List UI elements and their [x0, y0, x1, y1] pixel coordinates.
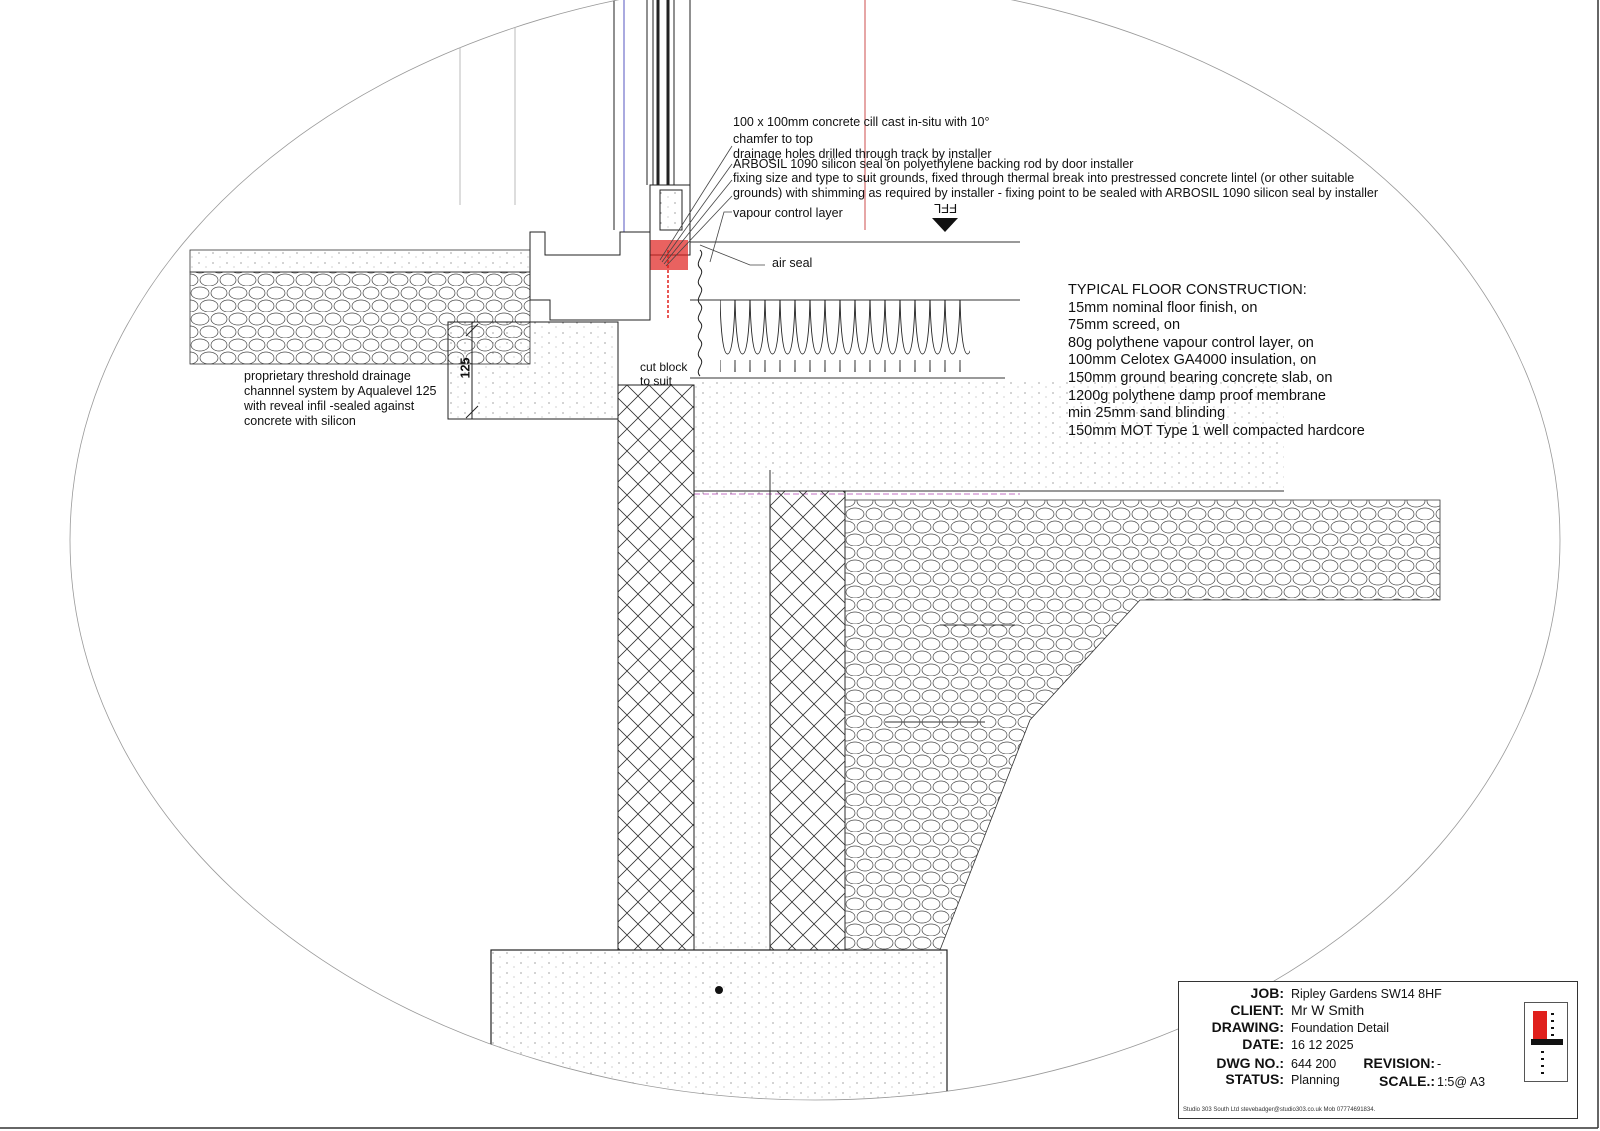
- drawing-value: Foundation Detail: [1291, 1021, 1389, 1035]
- ffl-label: FFL: [934, 201, 958, 216]
- floor-construction-spec: TYPICAL FLOOR CONSTRUCTION: 15mm nominal…: [1068, 282, 1365, 440]
- client-value: Mr W Smith: [1291, 1002, 1365, 1018]
- annotation-fixing-1: fixing size and type to suit grounds, fi…: [733, 171, 1355, 185]
- cavity-fill: [693, 490, 771, 951]
- inner-blockwork: [769, 490, 846, 951]
- floor-spec-line: 100mm Celotex GA4000 insulation, on: [1068, 352, 1317, 369]
- annotation-fixing-2: grounds) with shimming as required by in…: [733, 186, 1378, 200]
- title-block: JOB: Ripley Gardens SW14 8HF CLIENT: Mr …: [1178, 981, 1578, 1119]
- annotation-cut-block: cut block to suit: [640, 360, 687, 388]
- revision-label: REVISION:: [1363, 1055, 1435, 1071]
- annotation-cill: 100 x 100mm concrete cill cast in-situ w…: [733, 115, 990, 129]
- annotation-drainage: drainage holes drilled through track by …: [733, 147, 992, 161]
- door-frame: [459, 0, 691, 256]
- dwg-no-label: DWG NO.:: [1216, 1055, 1284, 1071]
- annotation-threshold: proprietary threshold drainage channnel …: [244, 369, 437, 429]
- ffl-marker: [932, 218, 958, 232]
- drawing-label: DRAWING:: [1211, 1019, 1284, 1035]
- hardcore: [844, 499, 1441, 951]
- scale-value: 1:5@ A3: [1437, 1075, 1486, 1089]
- client-label: CLIENT:: [1230, 1002, 1284, 1018]
- dimension-125: 125: [458, 357, 473, 379]
- annotation-arbosil: ARBOSIL 1090 silicon seal on polyethylen…: [733, 157, 1134, 171]
- floor-spec-line: 150mm ground bearing concrete slab, on: [1068, 369, 1333, 386]
- floor-spec-line: 150mm MOT Type 1 well compacted hardcore: [1068, 422, 1365, 439]
- floor-spec-line: 15mm nominal floor finish, on: [1068, 299, 1258, 316]
- status-value: Planning: [1291, 1073, 1340, 1087]
- floor-spec-line: 75mm screed, on: [1068, 317, 1181, 334]
- floor-spec-line: 1200g polythene damp proof membrane: [1068, 387, 1326, 404]
- status-label: STATUS:: [1225, 1071, 1284, 1087]
- concrete-footing: [490, 949, 948, 1100]
- annotation-vapour: vapour control layer: [733, 206, 843, 220]
- annotation-cill-2: chamfer to top: [733, 132, 813, 146]
- date-label: DATE:: [1242, 1036, 1284, 1052]
- revision-value: -: [1437, 1057, 1442, 1071]
- threshold-line: with reveal infil -sealed against: [244, 399, 415, 413]
- studio-303-logo: [1524, 1002, 1568, 1082]
- job-value: Ripley Gardens SW14 8HF: [1291, 987, 1442, 1001]
- scale-label: SCALE.:: [1379, 1073, 1435, 1089]
- date-value: 16 12 2025: [1291, 1038, 1354, 1052]
- outer-blockwork: [617, 384, 695, 951]
- cut-block-line: to suit: [640, 374, 673, 388]
- annotation-air-seal: air seal: [772, 256, 813, 270]
- cut-block-line: cut block: [640, 360, 688, 374]
- job-label: JOB:: [1250, 985, 1284, 1001]
- threshold-line: concrete with silicon: [244, 414, 356, 428]
- threshold-line: channnel system by Aqualevel 125: [244, 384, 437, 398]
- floor-spec-title: TYPICAL FLOOR CONSTRUCTION:: [1068, 282, 1307, 298]
- threshold-line: proprietary threshold drainage: [244, 369, 411, 383]
- studio-footer: Studio 303 South Ltd stevebadger@studio3…: [1183, 1107, 1376, 1113]
- floor-spec-line: min 25mm sand blinding: [1068, 405, 1226, 422]
- logo-graphic: [1531, 1011, 1563, 1074]
- dwg-no-value: 644 200: [1291, 1057, 1337, 1071]
- floor-spec-line: 80g polythene vapour control layer, on: [1068, 334, 1314, 351]
